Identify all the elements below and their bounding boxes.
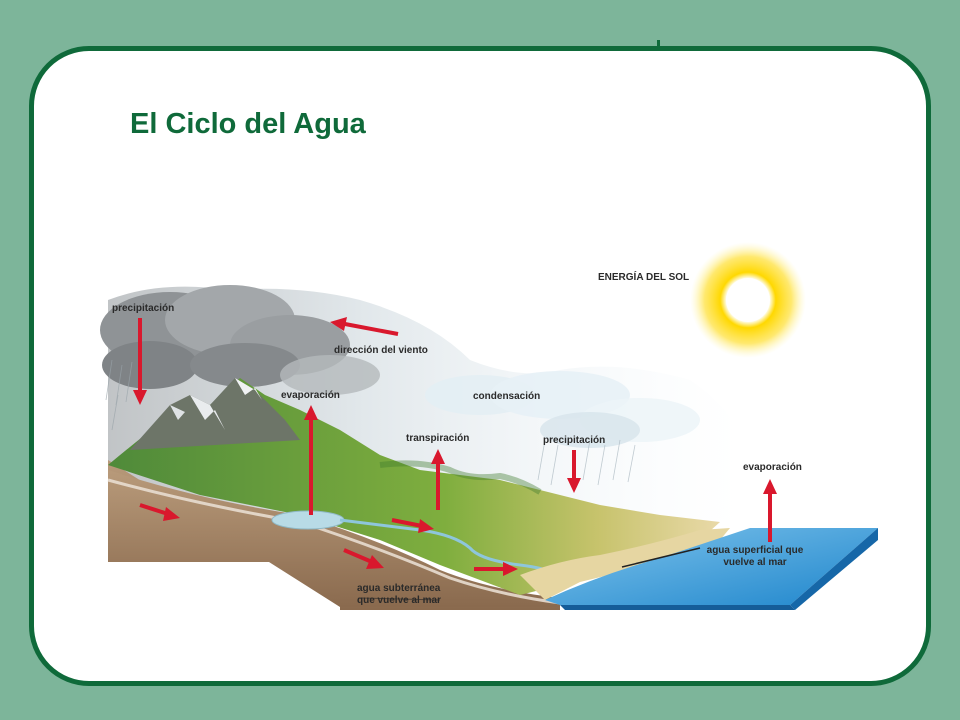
label-precipitacion-left: precipitación — [112, 303, 175, 314]
label-agua-subterranea: agua subterránea que vuelve al mar — [357, 583, 441, 607]
arrow-precipitation-right — [567, 450, 581, 493]
rain-left — [105, 359, 133, 431]
arrow-groundwater-3 — [343, 548, 384, 569]
arrow-precipitation-left — [133, 318, 147, 405]
arrow-evaporation-right — [763, 479, 777, 542]
label-transpiracion: transpiración — [406, 433, 470, 444]
label-energia-sol: ENERGÍA DEL SOL — [598, 272, 690, 283]
lake — [271, 510, 345, 530]
river — [339, 518, 561, 577]
arrow-evaporation-left — [304, 405, 318, 515]
condensation-clouds — [425, 371, 700, 448]
slide-title: El Ciclo del Agua — [130, 108, 366, 140]
arrows — [133, 317, 777, 576]
label-agua-superficial-line2: vuelve al mar — [723, 557, 787, 568]
rain-right — [537, 439, 636, 486]
arrow-transpiration — [431, 449, 445, 510]
label-agua-superficial-line1: agua superficial que — [706, 545, 804, 556]
beach — [520, 528, 730, 600]
label-agua-superficial: agua superficial que vuelve al mar — [700, 545, 810, 569]
label-direccion-viento: dirección del viento — [334, 345, 428, 356]
sea — [545, 528, 878, 610]
pointer-groundwater — [359, 597, 441, 601]
label-condensacion: condensación — [473, 391, 541, 402]
pointer-surface-water — [621, 547, 701, 568]
soil-cross-section — [107, 460, 561, 610]
sun — [690, 242, 806, 358]
label-evaporacion-left: evaporación — [281, 390, 340, 401]
label-evaporacion-right: evaporación — [743, 462, 802, 473]
arrow-groundwater-2 — [391, 518, 434, 533]
label-agua-subterranea-line2: que vuelve al mar — [357, 595, 441, 606]
arrow-groundwater-1 — [139, 503, 180, 521]
arrow-wind-direction — [330, 317, 399, 336]
label-precipitacion-right: precipitación — [543, 435, 606, 446]
storm-clouds — [100, 285, 380, 395]
mountains — [130, 378, 300, 450]
arrow-groundwater-4 — [474, 562, 518, 576]
label-agua-subterranea-line1: agua subterránea — [357, 583, 441, 594]
